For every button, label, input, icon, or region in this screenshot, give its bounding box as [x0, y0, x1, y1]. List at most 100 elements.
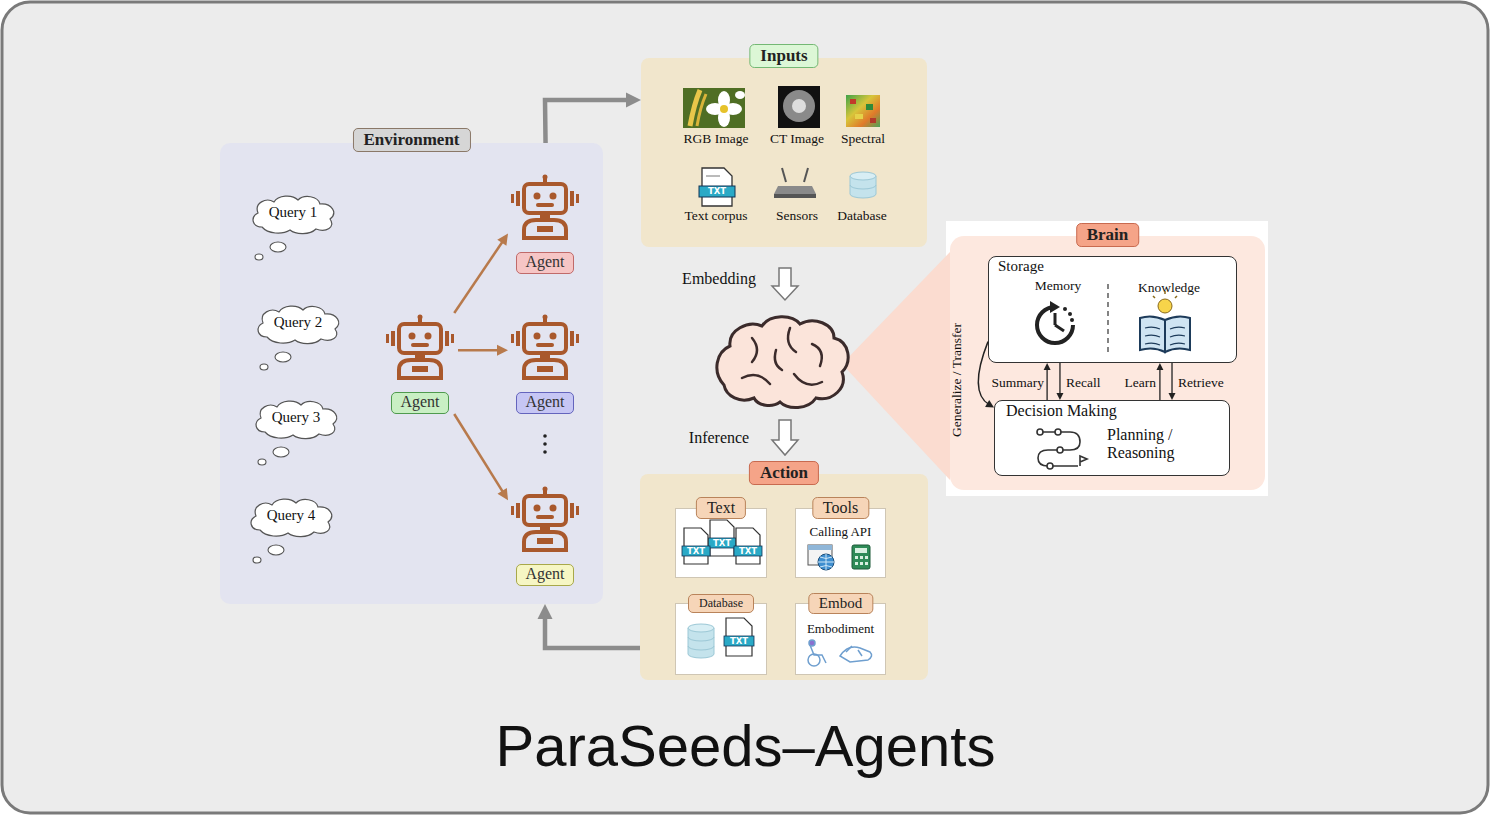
- connector-line: [545, 100, 631, 143]
- brain-backdrop: [946, 221, 1268, 496]
- zoom-beam: [842, 252, 950, 480]
- connector: [1056, 363, 1063, 400]
- icon-label: Inference: [689, 429, 749, 447]
- agent-node: Agent: [508, 313, 583, 414]
- node-title: Agent: [516, 392, 574, 414]
- connector-line: [1046, 368, 1047, 400]
- node-title: Tools: [812, 497, 869, 519]
- connector-line: [1159, 368, 1160, 400]
- action-box: Database: [675, 603, 767, 675]
- node-title: Query 3: [251, 409, 341, 426]
- robot-icon: [511, 175, 579, 239]
- arrow-head: [1044, 363, 1051, 370]
- database-icon: [850, 172, 876, 198]
- node-text: Memory: [1035, 278, 1082, 294]
- node-title: Action: [749, 461, 819, 485]
- embodiment-icons: [808, 640, 872, 666]
- sensor-icon: [774, 168, 816, 198]
- node-title: Database: [688, 594, 754, 613]
- brain-icon: [717, 317, 848, 408]
- planning-icon: [1037, 429, 1087, 469]
- robot-icons: [386, 175, 579, 551]
- arrow-head: [985, 400, 994, 408]
- icon-label: Embedding: [682, 270, 756, 288]
- node-title: Brain: [1076, 223, 1140, 247]
- tools-icons: [808, 545, 870, 570]
- rgb-image-icon: [683, 88, 745, 128]
- agent-node: Agent: [383, 313, 458, 414]
- ellipsis-dots: [543, 434, 547, 454]
- node-title: Text: [696, 497, 746, 519]
- database-doc-icon: [688, 618, 754, 658]
- decision-box: Decision MakingPlanning / Reasoning: [994, 400, 1230, 476]
- action-box: EmbodEmbodiment: [795, 603, 886, 675]
- connector: [454, 414, 508, 500]
- node-text: Knowledge: [1138, 280, 1200, 296]
- connector: [545, 93, 641, 144]
- memory-clock-icon: [1037, 301, 1074, 343]
- arrow-head: [1056, 393, 1063, 400]
- node-text: Calling API: [796, 524, 885, 540]
- arrow-head: [626, 93, 641, 108]
- agent-node: Agent: [508, 485, 583, 586]
- arrow-head: [538, 604, 553, 619]
- node-title: Agent: [516, 252, 574, 274]
- text-file-icon: [699, 168, 735, 206]
- node-title: Environment: [352, 128, 470, 152]
- action-box: ToolsCalling API: [795, 508, 886, 578]
- node-title: Inputs: [749, 44, 818, 68]
- arrow-head: [497, 345, 508, 356]
- arrow-head: [1156, 363, 1163, 370]
- node-title: Decision Making: [1006, 402, 1117, 420]
- connector: [978, 342, 994, 408]
- node-text: Planning / Reasoning: [1107, 426, 1207, 462]
- node-title: Query 1: [248, 204, 338, 221]
- connector: [454, 234, 508, 313]
- inputs-panel: Inputs: [641, 58, 927, 247]
- arrow-head: [498, 488, 508, 500]
- connector-line: [545, 615, 640, 649]
- query-cloud: Query 3: [251, 398, 341, 440]
- node-title: Storage: [998, 258, 1044, 275]
- robot-icon: [511, 487, 579, 551]
- connector-line: [1171, 363, 1172, 395]
- spectral-icon: [846, 95, 880, 127]
- action-panel: ActionTextToolsCalling APIDatabaseEmbodE…: [640, 474, 928, 680]
- node-title: Agent: [516, 564, 574, 586]
- environment-panel: EnvironmentQuery 1Query 2Query 3Query 4A…: [220, 143, 603, 604]
- arrow-head: [1169, 393, 1176, 400]
- connector-line: [978, 342, 989, 405]
- ct-image-icon: [778, 86, 820, 128]
- node-text: Embodiment: [796, 621, 885, 637]
- down-arrows: [772, 268, 798, 455]
- connector-line: [1059, 363, 1060, 395]
- query-cloud: Query 1: [248, 193, 338, 235]
- arrow-head: [497, 234, 508, 246]
- connector-line: [454, 240, 503, 313]
- node-title: Agent: [391, 392, 449, 414]
- robot-icon: [386, 315, 454, 379]
- diagram-title: ParaSeeds–Agents: [0, 712, 1491, 779]
- query-cloud: Query 2: [253, 303, 343, 345]
- divider-line: [1107, 284, 1108, 356]
- node-title: Embod: [808, 593, 873, 614]
- robot-icon: [511, 315, 579, 379]
- connector: [1044, 363, 1051, 400]
- node-title: Query 2: [253, 314, 343, 331]
- connector: [1169, 363, 1176, 400]
- knowledge-book-icon: [1140, 291, 1190, 352]
- storage-box: StorageMemory Knowledge: [988, 256, 1237, 363]
- connector: [1156, 363, 1163, 400]
- thought-puffs: [253, 242, 291, 563]
- text-docs-icon: [682, 520, 762, 564]
- connector: [538, 604, 641, 648]
- node-title: Query 4: [246, 507, 336, 524]
- connector: [458, 345, 508, 356]
- connector-line: [454, 414, 504, 494]
- brain-panel: BrainStorageMemoryKnowledgeDecision Maki…: [950, 236, 1265, 490]
- connector-line: [458, 349, 500, 352]
- action-box: Text: [675, 508, 767, 578]
